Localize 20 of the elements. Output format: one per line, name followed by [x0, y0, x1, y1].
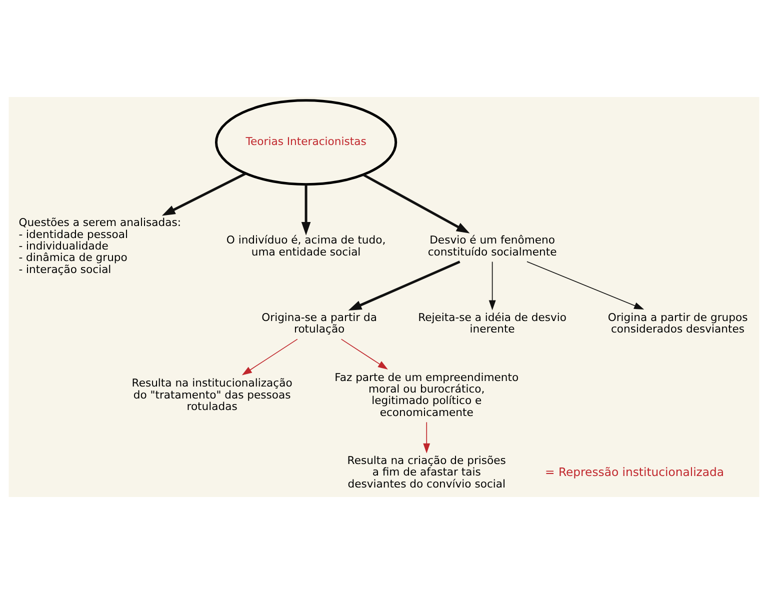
node-text: Origina-se a partir da rotulação — [262, 311, 378, 336]
node-text: Resulta na criação de prisões a fim de afastar tais desviantes do convívio social — [347, 454, 506, 490]
node-text: Questões a serem analisadas: - identidade pessoal - individualidade - dinâmica de grupo - interação social — [18, 216, 182, 276]
arrow — [362, 174, 470, 234]
arrow — [340, 338, 388, 370]
arrow — [162, 172, 246, 216]
arrow — [301, 184, 311, 236]
node-text: Origina a partir de grupos considerados desviantes — [608, 311, 748, 336]
arrow — [488, 261, 496, 310]
arrow — [526, 261, 644, 310]
node-text: Desvio é um fenômeno constituído socialmente — [428, 234, 557, 258]
node-text: Rejeita-se a idéia de desvio inerente — [418, 311, 567, 336]
label: = Repressão institucionalizada — [545, 464, 724, 479]
node-text: Resulta na institucionalização do "tratamento" das pessoas rotuladas — [132, 376, 292, 414]
node-ellipse: Teorias Interacionistas — [214, 99, 398, 186]
arrow — [242, 338, 298, 376]
node-text: Faz parte de um empreendimento moral ou burocrático, legitimado político e economicamente — [334, 370, 519, 419]
arrow — [423, 422, 430, 454]
arrow — [348, 260, 460, 311]
node-text: O indivíduo é, acima de tudo, uma entidade social — [226, 234, 386, 258]
